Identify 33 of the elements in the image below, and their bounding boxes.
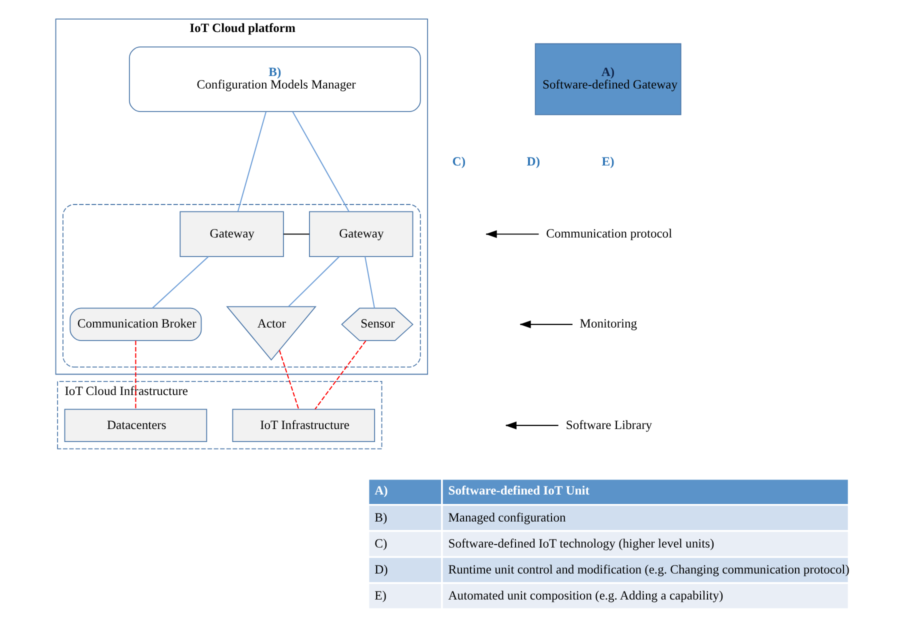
label: Runtime unit control and modification (e.g. Changing communication protocol) xyxy=(448,562,849,576)
node-box: B) Configuration Models Manager xyxy=(128,46,420,112)
label: E) xyxy=(601,154,614,169)
connector xyxy=(134,340,136,410)
label: B) xyxy=(374,510,387,524)
cluster xyxy=(62,204,420,368)
node-box: Communication Broker xyxy=(69,308,202,342)
node-text: Communication protocol xyxy=(546,226,672,240)
connector xyxy=(314,340,366,410)
label: Software-defined IoT Unit xyxy=(448,483,589,498)
label: D) xyxy=(374,562,388,576)
connector xyxy=(236,112,266,212)
label: A) xyxy=(374,483,388,498)
label: Managed configuration xyxy=(448,510,566,524)
label: D) xyxy=(526,154,540,169)
connector xyxy=(364,256,375,308)
node-box: Gateway xyxy=(179,211,284,258)
node-text: Monitoring xyxy=(579,316,637,331)
node-text: Software Library xyxy=(565,418,652,432)
node-box: IoT Infrastructure xyxy=(232,408,375,442)
connector xyxy=(292,112,349,212)
label: E) xyxy=(374,588,386,602)
connector xyxy=(288,256,340,307)
label: C) xyxy=(452,154,466,169)
node-box: A) Software-defined Gateway xyxy=(534,43,681,116)
label: C) xyxy=(374,536,387,550)
connector xyxy=(278,350,299,410)
node-box: Gateway xyxy=(308,211,413,258)
node-box: Datacenters xyxy=(64,408,207,442)
connector xyxy=(283,234,309,235)
connector xyxy=(151,256,208,309)
label: Software-defined IoT technology (higher level units) xyxy=(448,536,714,550)
label: Automated unit composition (e.g. Adding a capability) xyxy=(448,588,723,602)
